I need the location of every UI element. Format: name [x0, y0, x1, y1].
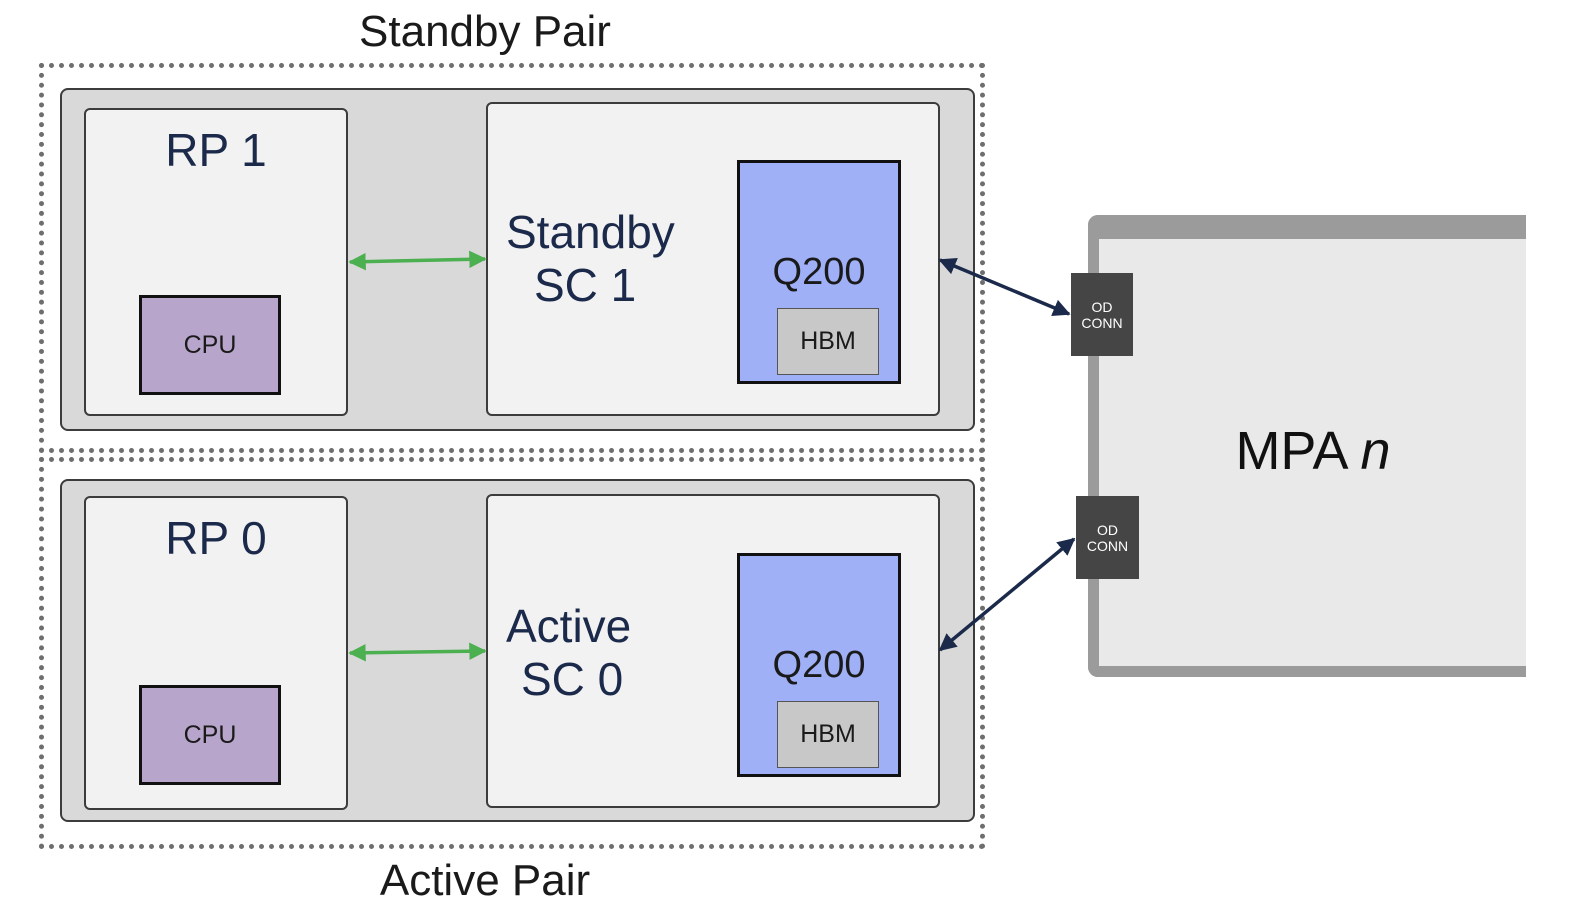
od-connector-bottom-line1: OD — [1097, 521, 1118, 538]
sc1-label-line2: SC 1 — [534, 259, 637, 311]
rp0-cpu: CPU — [139, 685, 281, 785]
rp1-card — [84, 108, 348, 416]
mpa-label-text: MPA — [1235, 421, 1346, 481]
od-connector-bottom-line2: CONN — [1086, 537, 1129, 554]
sc0-q200-label: Q200 — [772, 644, 866, 686]
rp1-sc1-link-arrow — [348, 250, 487, 271]
od-connector-bottom: OD CONN — [1076, 496, 1139, 579]
rp1-cpu: CPU — [139, 295, 281, 395]
active-pair-group — [39, 457, 985, 849]
active-pair-title: Active Pair — [379, 856, 591, 905]
sc1-hbm: HBM — [777, 308, 879, 375]
rp0-label: RP 0 — [165, 512, 267, 564]
sc0-label-line2: SC 0 — [521, 653, 624, 705]
standby-pair-title: Standby Pair — [359, 7, 611, 56]
od-connector-top-line1: OD — [1091, 298, 1113, 315]
rp0-sc0-link-arrow — [348, 642, 487, 662]
mpa-card — [1088, 215, 1526, 677]
mpa-label-index: n — [1360, 421, 1391, 481]
sc0-hbm: HBM — [777, 701, 879, 768]
sc1-mpa-link-arrow — [938, 258, 1071, 316]
sc1-q200-label: Q200 — [772, 251, 866, 293]
sc0-mpa-link-arrow — [938, 537, 1076, 652]
sc0-label-line1: Active — [506, 600, 632, 652]
rp1-label: RP 1 — [165, 124, 267, 176]
sc1-label-line1: Standby — [506, 206, 675, 258]
mpa-label: MPA n — [1188, 420, 1438, 482]
standby-pair-group — [39, 63, 985, 453]
od-connector-top: OD CONN — [1071, 273, 1133, 356]
od-connector-top-line2: CONN — [1081, 314, 1123, 331]
